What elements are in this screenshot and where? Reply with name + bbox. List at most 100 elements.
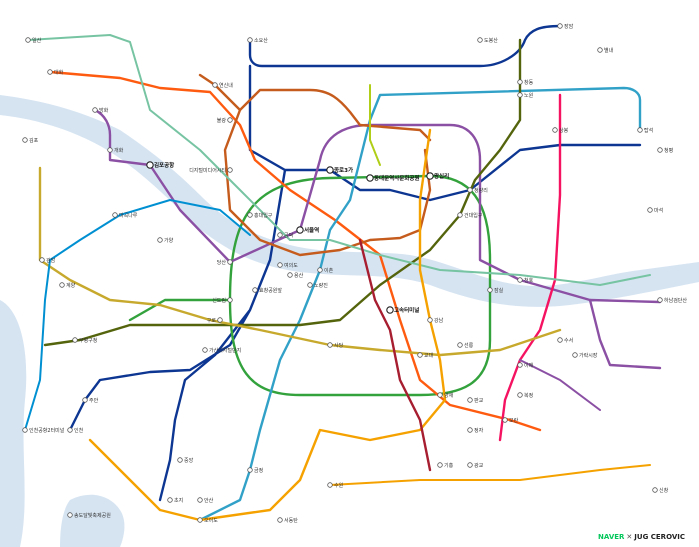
station-marker[interactable] [92, 107, 98, 113]
station-marker[interactable] [47, 69, 53, 75]
station-s35[interactable]: 상봉 [552, 127, 569, 134]
station-marker[interactable] [517, 79, 523, 85]
station-marker[interactable] [177, 457, 183, 463]
station-s47[interactable]: 모란 [502, 417, 519, 424]
station-s21[interactable]: 오이도 [197, 517, 219, 524]
station-s52[interactable]: 광교 [467, 462, 484, 469]
station-marker[interactable] [167, 497, 173, 503]
station-marker[interactable] [657, 147, 663, 153]
station-marker[interactable] [247, 37, 253, 43]
station-s49[interactable]: 정자 [467, 427, 484, 434]
station-s05[interactable]: 김포공항 [146, 161, 174, 169]
station-marker[interactable] [467, 462, 473, 468]
station-marker[interactable] [217, 317, 223, 323]
station-marker[interactable] [252, 287, 258, 293]
station-marker[interactable] [277, 232, 283, 238]
station-s62[interactable]: 초지 [167, 497, 184, 504]
station-s07[interactable]: 계양 [59, 282, 76, 289]
station-s58[interactable]: 하남검단산 [657, 297, 688, 304]
station-marker[interactable] [467, 187, 473, 193]
station-s45[interactable]: 천호 [517, 277, 534, 284]
station-marker[interactable] [467, 427, 473, 433]
station-s36[interactable]: 건대입구 [457, 212, 483, 219]
station-s64[interactable]: 소요산 [247, 37, 269, 44]
station-s16[interactable]: 노량진 [307, 282, 329, 289]
station-s66[interactable]: 장암 [557, 23, 574, 30]
station-marker[interactable] [67, 427, 73, 433]
station-marker[interactable] [107, 147, 113, 153]
station-s09[interactable]: 주안 [82, 397, 99, 404]
station-s14[interactable]: 당산 [217, 259, 233, 266]
station-s65[interactable]: 탑석 [637, 127, 654, 134]
station-s46[interactable]: 복정 [517, 392, 534, 399]
station-marker[interactable] [212, 82, 218, 88]
station-s13[interactable]: 마곡나루 [112, 212, 138, 219]
station-s01[interactable]: 일산 [25, 37, 42, 44]
station-s44[interactable]: 가락시장 [572, 352, 598, 359]
station-s26[interactable]: 청량리 [467, 187, 488, 194]
station-marker[interactable] [277, 517, 283, 523]
station-marker[interactable] [517, 362, 523, 368]
station-s19[interactable]: 가산디지털단지 [202, 347, 242, 354]
station-marker[interactable] [517, 92, 523, 98]
station-s03[interactable]: 방화 [92, 107, 109, 114]
station-s08[interactable]: 부평구청 [72, 337, 98, 344]
station-s33[interactable]: 창동 [517, 79, 534, 86]
station-marker[interactable] [72, 337, 78, 343]
station-marker[interactable] [417, 352, 423, 358]
station-marker[interactable] [227, 297, 233, 303]
station-marker[interactable] [202, 347, 208, 353]
station-s53[interactable]: 서동탄 [277, 517, 299, 524]
station-marker[interactable] [557, 23, 563, 29]
station-marker[interactable] [637, 127, 643, 133]
station-marker[interactable] [427, 317, 433, 323]
station-marker[interactable] [467, 397, 473, 403]
station-marker[interactable] [197, 517, 203, 523]
station-marker[interactable] [82, 397, 88, 403]
station-marker[interactable] [386, 306, 394, 314]
station-marker[interactable] [426, 172, 434, 180]
station-marker[interactable] [296, 226, 304, 234]
station-marker[interactable] [327, 482, 333, 488]
station-s10[interactable]: 인천 [67, 427, 84, 434]
station-marker[interactable] [67, 512, 73, 518]
station-s43[interactable]: 수서 [557, 337, 574, 344]
station-marker[interactable] [477, 37, 483, 43]
station-s06[interactable]: 검암 [39, 257, 56, 264]
station-s48[interactable]: 양재 [437, 392, 454, 399]
station-marker[interactable] [572, 352, 578, 358]
station-s18[interactable]: 구로 [207, 317, 223, 324]
station-s51[interactable]: 수원 [327, 482, 344, 489]
station-marker[interactable] [517, 392, 523, 398]
station-marker[interactable] [25, 37, 31, 43]
station-s20[interactable]: 금정 [247, 467, 264, 474]
station-s57[interactable]: 별내 [597, 47, 614, 54]
station-s17[interactable]: 신도림 [212, 297, 233, 304]
station-s42[interactable]: 선릉 [457, 342, 474, 349]
station-marker[interactable] [327, 342, 333, 348]
station-s32[interactable]: 도봉산 [477, 37, 499, 44]
station-s37[interactable]: 잠실 [487, 287, 504, 294]
station-s60[interactable]: 이매 [517, 362, 534, 369]
station-marker[interactable] [437, 462, 443, 468]
station-marker[interactable] [227, 167, 233, 173]
station-s40[interactable]: 교대 [417, 352, 434, 359]
station-marker[interactable] [657, 297, 663, 303]
station-s30[interactable]: 불광 [217, 117, 233, 124]
station-marker[interactable] [146, 161, 154, 169]
station-s67[interactable]: 효창공원앞 [252, 287, 283, 294]
station-marker[interactable] [277, 262, 283, 268]
station-marker[interactable] [157, 237, 163, 243]
station-s12[interactable]: 인천공항2터미널 [22, 427, 65, 434]
station-marker[interactable] [59, 282, 65, 288]
station-marker[interactable] [227, 259, 233, 265]
station-s55[interactable]: 청평 [657, 147, 674, 154]
station-s71[interactable]: 김포 [22, 137, 39, 144]
station-marker[interactable] [326, 166, 334, 174]
station-s34[interactable]: 노원 [517, 92, 534, 99]
station-marker[interactable] [552, 127, 558, 133]
station-s11[interactable]: 송도달빛축제공원 [67, 512, 112, 519]
station-s23[interactable]: 종로3가 [326, 166, 353, 174]
station-marker[interactable] [366, 174, 374, 182]
station-marker[interactable] [647, 207, 653, 213]
